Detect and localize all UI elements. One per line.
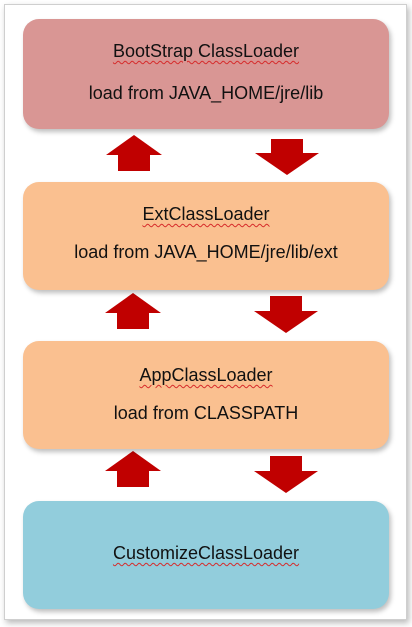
bootstrap-classloader-source: load from JAVA_HOME/jre/lib [88,83,324,103]
delegation-arrows [105,135,319,493]
up-arrow-ext-to-boot [106,135,162,171]
app-classloader-source: load from CLASSPATH [113,403,299,423]
down-arrow-ext-to-app [254,296,318,333]
down-arrow-app-to-custom [254,456,318,493]
ext-classloader-title: ExtClassLoader [142,204,270,224]
ext-classloader-source: load from JAVA_HOME/jre/lib/ext [74,242,338,262]
up-arrow-custom-to-app [105,451,161,487]
bootstrap-classloader-box: BootStrap ClassLoader load from JAVA_HOM… [23,19,389,129]
down-arrow-boot-to-ext [255,139,319,175]
customize-classloader-title: CustomizeClassLoader [112,543,300,563]
up-arrow-app-to-ext [105,293,161,329]
customize-classloader-box: CustomizeClassLoader [23,501,389,609]
diagram-frame: BootStrap ClassLoader load from JAVA_HOM… [4,4,407,620]
bootstrap-classloader-title: BootStrap ClassLoader [112,41,300,61]
app-classloader-box: AppClassLoader load from CLASSPATH [23,341,389,449]
app-classloader-title: AppClassLoader [139,365,273,385]
ext-classloader-box: ExtClassLoader load from JAVA_HOME/jre/l… [23,182,389,290]
